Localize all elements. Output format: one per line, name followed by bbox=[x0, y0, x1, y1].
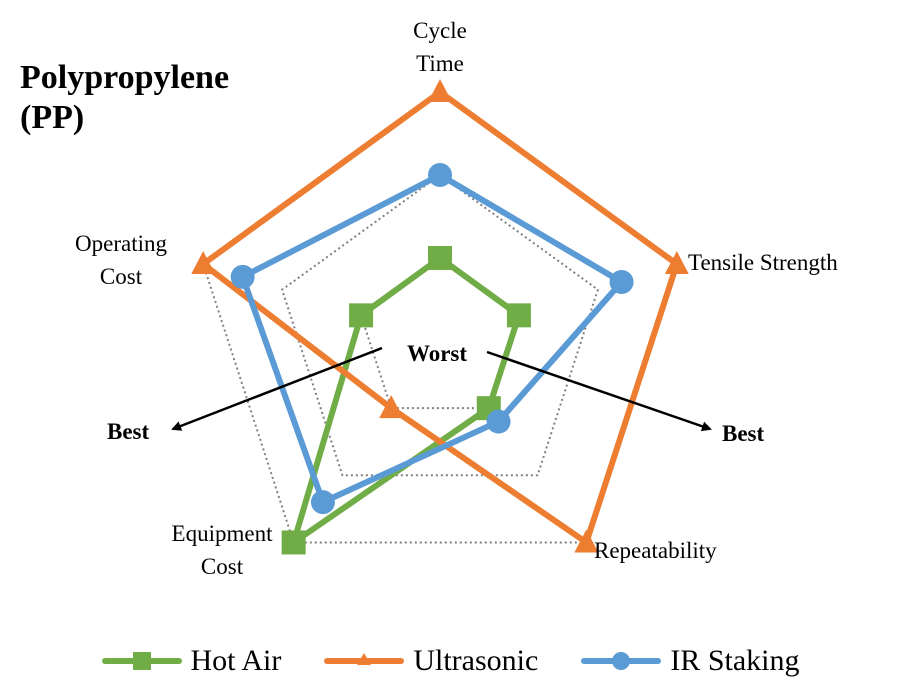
data-point-marker bbox=[574, 529, 599, 553]
legend: Hot Air Ultrasonic IR Staking bbox=[0, 636, 900, 686]
data-point-marker bbox=[191, 251, 216, 275]
data-point-marker bbox=[310, 490, 335, 515]
axis-label: Tensile Strength bbox=[688, 250, 838, 275]
chart-title: Polypropylene (PP) bbox=[20, 58, 229, 138]
grid-ring bbox=[202, 90, 678, 544]
data-point-marker bbox=[349, 303, 374, 328]
legend-label: Ultrasonic bbox=[413, 644, 539, 677]
legend-label: Hot Air bbox=[190, 644, 282, 677]
axis-label: Equipment bbox=[172, 521, 274, 546]
legend-item-ultrasonic: Ultrasonic bbox=[323, 644, 538, 678]
data-point-marker bbox=[506, 303, 531, 328]
data-point-marker bbox=[428, 79, 452, 102]
series-line bbox=[239, 172, 625, 506]
data-point-marker bbox=[379, 395, 404, 419]
axis-label: Time bbox=[416, 51, 464, 76]
data-point-marker bbox=[664, 251, 689, 275]
series-line bbox=[290, 255, 522, 546]
legend-item-ir-staking: IR Staking bbox=[580, 644, 799, 678]
data-point-marker bbox=[230, 264, 255, 289]
axis-label: Operating bbox=[75, 231, 167, 256]
best-label-right: Best bbox=[722, 421, 765, 446]
worst-label: Worst bbox=[407, 341, 467, 366]
axis-label: Repeatability bbox=[594, 538, 717, 563]
triangle-marker-icon bbox=[324, 653, 405, 665]
data-point-marker bbox=[609, 270, 634, 295]
legend-label: IR Staking bbox=[670, 644, 800, 677]
legend-item-hot-air: Hot Air bbox=[101, 644, 282, 678]
title-line-2: (PP) bbox=[20, 99, 85, 136]
axis-label: Cost bbox=[201, 554, 244, 579]
data-point-marker bbox=[428, 246, 452, 270]
axis-label: Cost bbox=[100, 264, 143, 289]
arrow-left bbox=[171, 346, 383, 431]
square-marker-icon bbox=[101, 652, 182, 670]
series-line bbox=[200, 89, 680, 546]
axis-label: Cycle bbox=[413, 18, 467, 43]
title-line-1: Polypropylene bbox=[20, 59, 230, 96]
data-point-marker bbox=[428, 163, 452, 187]
data-point-marker bbox=[281, 530, 306, 555]
best-label-left: Best bbox=[107, 419, 150, 444]
annotations: Worst Best Best bbox=[107, 341, 765, 446]
circle-marker-icon bbox=[581, 652, 662, 670]
radar-series bbox=[191, 79, 689, 555]
data-point-marker bbox=[486, 409, 511, 434]
arrow-right bbox=[486, 350, 712, 432]
